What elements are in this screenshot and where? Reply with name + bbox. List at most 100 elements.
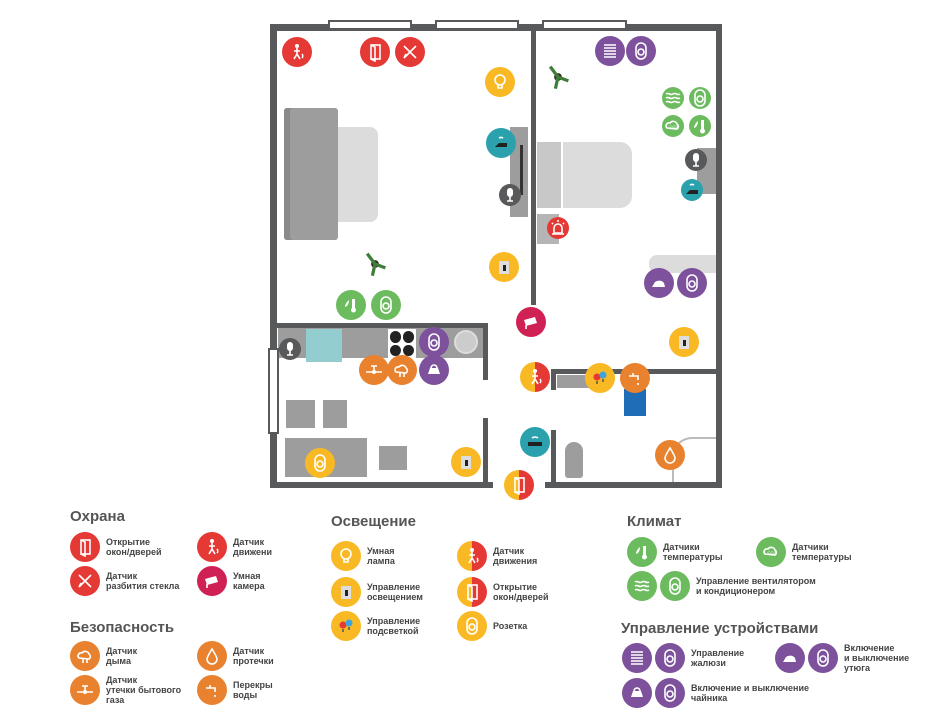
- door-sensor[interactable]: [504, 470, 534, 500]
- door-sensor[interactable]: [360, 37, 390, 67]
- motion-sensor[interactable]: [520, 362, 550, 392]
- smart-camera[interactable]: [516, 307, 546, 337]
- stove: [388, 329, 416, 358]
- motion-icon: [531, 369, 542, 385]
- door-icon: [370, 44, 381, 62]
- socket-icon: [694, 89, 706, 107]
- smoke-icon: [77, 650, 92, 663]
- glass-icon: [403, 45, 417, 59]
- smart-socket[interactable]: [626, 36, 656, 66]
- backlight-control[interactable]: [585, 363, 615, 393]
- smart-socket[interactable]: [689, 87, 711, 109]
- pillows: [537, 142, 561, 208]
- tap-icon: [197, 675, 227, 705]
- door-icon: [457, 577, 487, 607]
- plant-icon: [365, 252, 386, 277]
- co2-icon: CO2: [665, 120, 680, 130]
- wall: [551, 430, 556, 483]
- climate-sensor[interactable]: [336, 290, 366, 320]
- co2-icon: CO2: [756, 537, 786, 567]
- socket-icon: [457, 611, 487, 641]
- leak-icon: [664, 446, 676, 464]
- legend-item: Умная лампа: [331, 541, 395, 571]
- light-switch[interactable]: [489, 252, 519, 282]
- leak-sensor[interactable]: [655, 440, 685, 470]
- router[interactable]: [520, 427, 550, 457]
- glass-icon: [78, 574, 92, 588]
- bed: [563, 142, 632, 208]
- socket-icon: [664, 649, 676, 667]
- motion-sensor[interactable]: [282, 37, 312, 67]
- smart-hub[interactable]: [486, 128, 516, 158]
- kettle-icon: [622, 678, 652, 708]
- mic-icon: [287, 342, 293, 356]
- gas-leak-sensor[interactable]: [359, 355, 389, 385]
- blinds-icon: [604, 44, 616, 58]
- door-icon: [514, 477, 525, 495]
- light-switch[interactable]: [669, 327, 699, 357]
- socket-icon: [635, 42, 647, 60]
- tap-icon: [629, 373, 639, 385]
- wall: [270, 482, 493, 488]
- wall: [483, 323, 488, 380]
- voice-assistant[interactable]: [685, 149, 707, 171]
- socket-icon: [686, 274, 698, 292]
- smoke-icon: [70, 641, 100, 671]
- router-icon: [528, 436, 542, 446]
- smart-socket[interactable]: [419, 327, 449, 357]
- backlight-icon: [331, 611, 361, 641]
- iron-control[interactable]: [644, 268, 674, 298]
- motion-icon: [208, 539, 219, 555]
- socket-icon: [466, 617, 478, 635]
- socket-icon: [428, 333, 440, 351]
- thermo-icon: [694, 120, 705, 134]
- kettle-control[interactable]: [419, 355, 449, 385]
- fan-icon: [627, 571, 657, 601]
- fan-control[interactable]: [662, 87, 684, 109]
- kitchen-sink: [454, 330, 478, 354]
- legend-title-security: Охрана: [70, 508, 125, 525]
- smoke-icon: [394, 364, 409, 377]
- smart-bulb[interactable]: [485, 67, 515, 97]
- camera-icon: [205, 576, 218, 588]
- kettle-icon: [631, 687, 643, 697]
- socket-icon: [808, 643, 838, 673]
- co2-sensor[interactable]: CO2: [662, 115, 684, 137]
- gas-icon: [366, 365, 382, 374]
- door-icon: [70, 532, 100, 562]
- blinds-control[interactable]: [595, 36, 625, 66]
- smart-socket[interactable]: [305, 448, 335, 478]
- plant: [362, 251, 388, 277]
- legend-item: Умная камера: [197, 566, 265, 596]
- motion-icon: [293, 44, 304, 60]
- climate-sensor[interactable]: [689, 115, 711, 137]
- legend-item: Датчик протечки: [197, 641, 274, 671]
- switch-icon: [461, 456, 471, 469]
- tap-icon: [206, 685, 216, 697]
- legend-item: Открытие окон/дверей: [457, 577, 549, 607]
- voice-assistant[interactable]: [279, 338, 301, 360]
- siren[interactable]: [547, 217, 569, 239]
- fan-icon: [665, 92, 681, 104]
- siren-icon: [551, 220, 565, 235]
- glass-break-icon: [70, 566, 100, 596]
- voice-assistant[interactable]: [499, 184, 521, 206]
- legend-item: Открытие окон/дверей: [70, 532, 162, 562]
- socket-icon: [314, 454, 326, 472]
- legend-item: Датчик движени: [197, 532, 272, 562]
- smoke-sensor[interactable]: [387, 355, 417, 385]
- smart-speaker[interactable]: [681, 179, 703, 201]
- wall: [270, 24, 277, 488]
- bulb-icon: [340, 548, 352, 563]
- legend-title-climate: Климат: [627, 513, 682, 530]
- glass-break-sensor[interactable]: [395, 37, 425, 67]
- switch-icon: [331, 577, 361, 607]
- tv: [520, 145, 523, 195]
- smart-socket[interactable]: [371, 290, 401, 320]
- wall: [483, 418, 488, 483]
- smart-socket[interactable]: [677, 268, 707, 298]
- light-switch[interactable]: [451, 447, 481, 477]
- water-valve[interactable]: [620, 363, 650, 393]
- socket-icon: [380, 296, 392, 314]
